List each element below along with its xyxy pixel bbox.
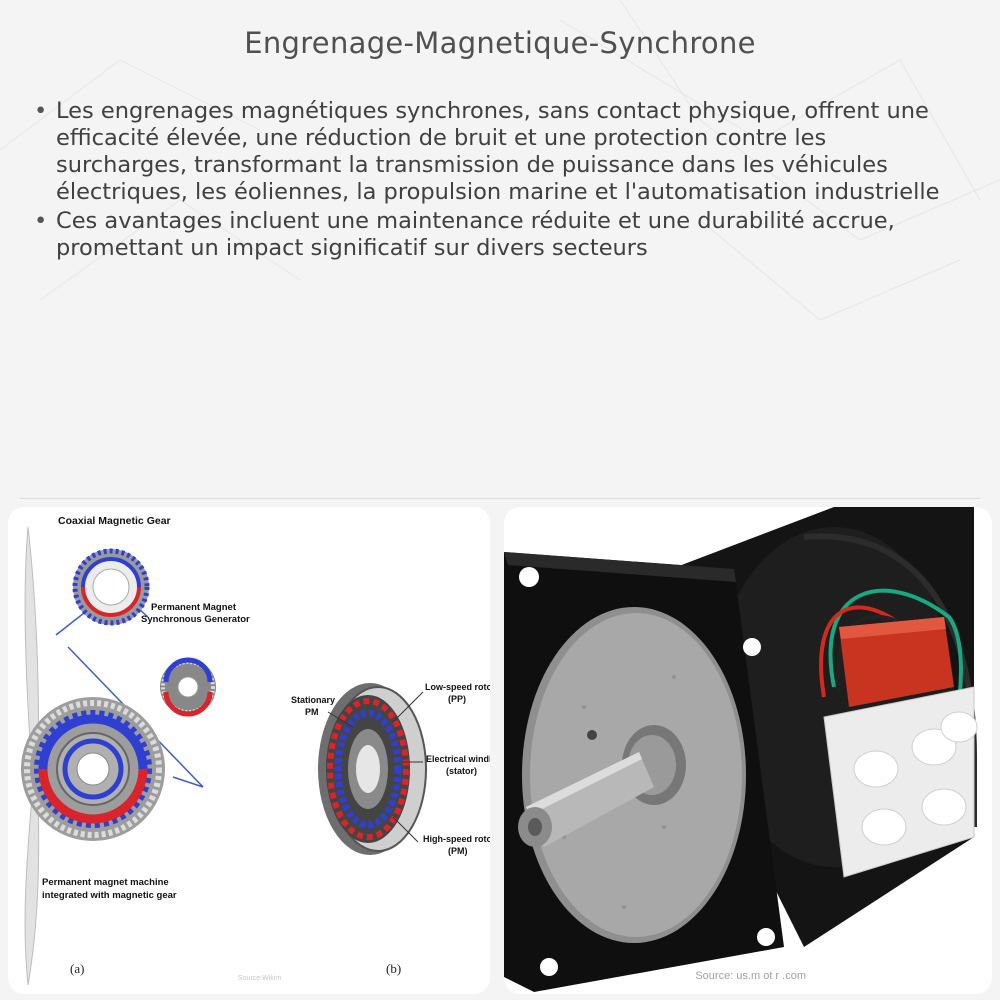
label-coaxial-gear: Coaxial Magnetic Gear [58,515,171,527]
terminal-block-icon [823,686,978,878]
source-caption-left: Source:Wikim [238,975,282,982]
label-windings-1: Electrical windings [426,754,490,764]
label-machine-1: Permanent magnet machine [42,877,169,888]
label-low-speed-1: Low-speed rotor [425,682,490,692]
bullet-item: Ces avantages incluent une maintenance r… [32,208,962,262]
capacitor-icon [839,617,954,707]
label-b: (b) [386,961,401,976]
label-a: (a) [70,961,84,976]
label-generator-1: Permanent Magnet [151,602,237,613]
source-caption: Source: us.m ot r .com [695,970,806,982]
label-stationary-2: PM [305,707,319,717]
magnetic-gear-ring-icon [318,683,427,855]
motor-photo: Source: us.m ot r .com [504,507,992,994]
label-high-speed-1: High-speed rotor [423,834,490,844]
pm-machine-icon [21,697,165,841]
diagram-image: Coaxial Magnetic Gear Permanent Magnet S… [8,507,490,994]
generator-icon [160,657,216,717]
label-generator-2: Synchronous Generator [141,614,250,625]
bullet-item: Les engrenages magnétiques synchrones, s… [32,98,962,206]
label-windings-2: (stator) [446,766,477,776]
coaxial-gear-icon [72,548,150,626]
label-machine-2: integrated with magnetic gear [42,890,177,901]
label-high-speed-2: (PM) [448,846,468,856]
label-stationary-1: Stationary [291,695,335,705]
motor-shaft-icon [518,725,686,847]
label-low-speed-2: (PP) [448,694,466,704]
divider [20,498,980,499]
bullet-list: Les engrenages magnétiques synchrones, s… [32,98,962,264]
page-title: Engrenage-Magnetique-Synchrone [244,26,756,60]
